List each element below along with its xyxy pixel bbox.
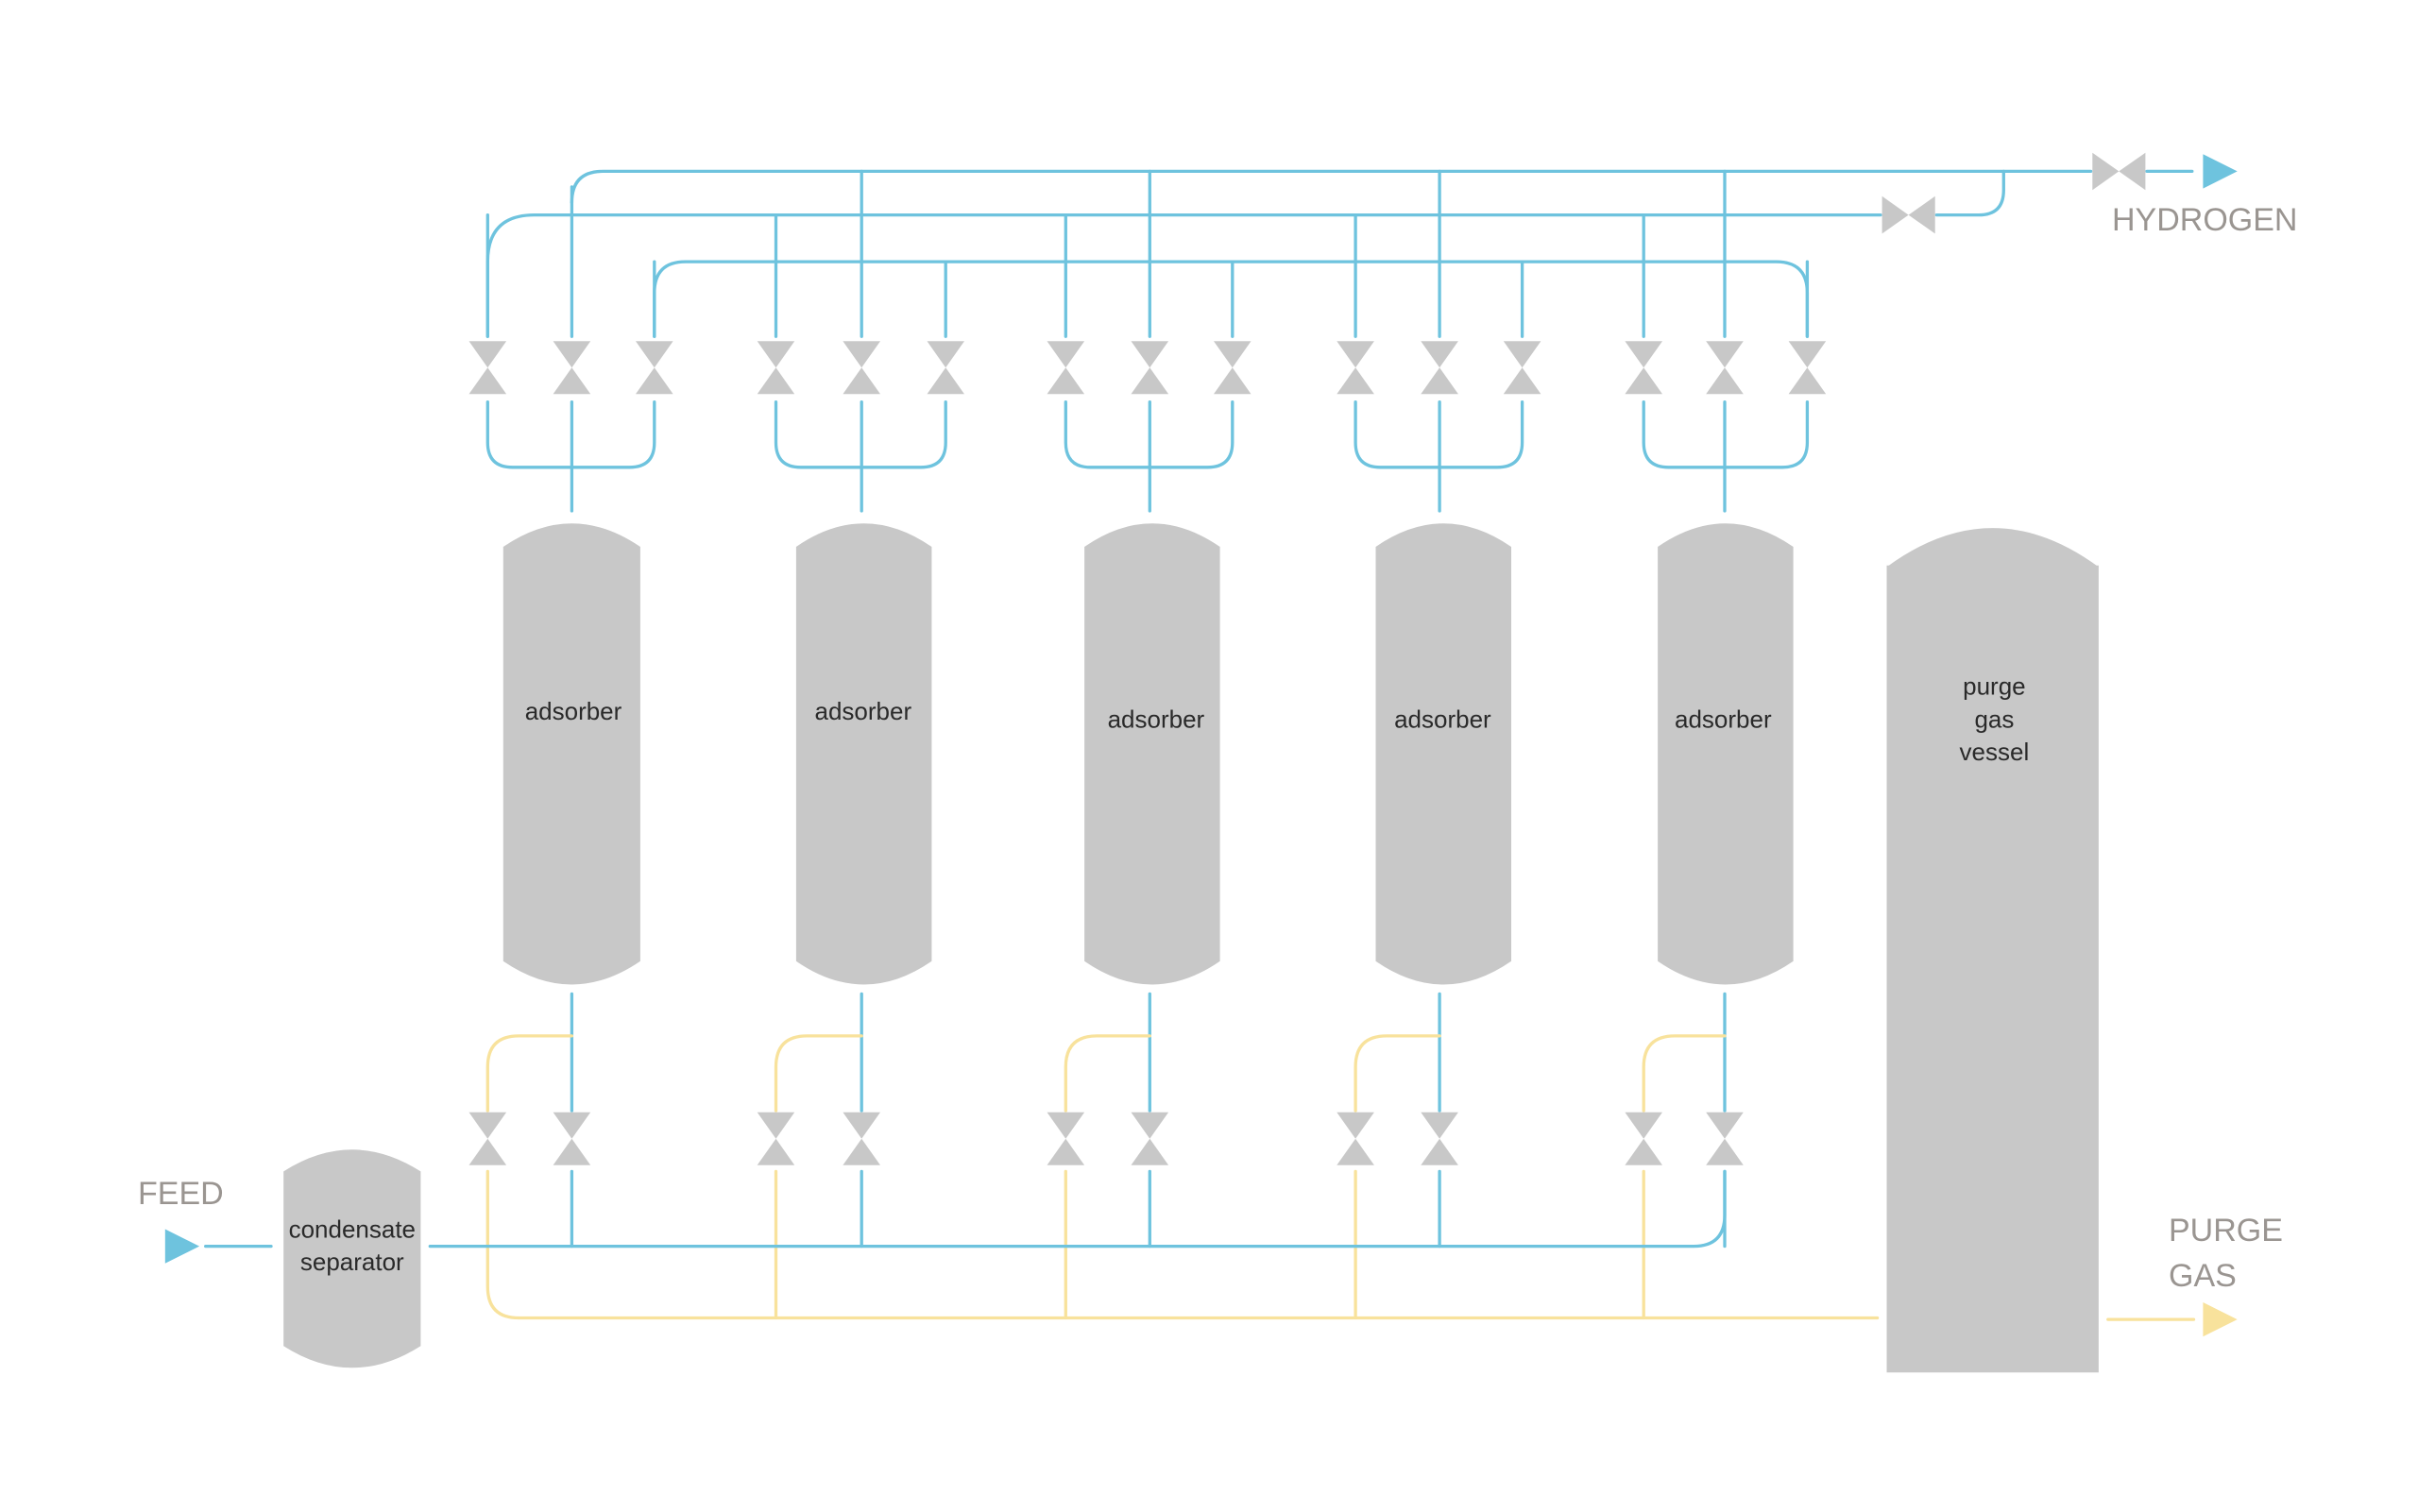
adsorber-label: adsorber	[1394, 705, 1491, 733]
valve-icon	[1131, 1112, 1169, 1165]
purge-gas-label-line2: GAS	[2169, 1258, 2237, 1294]
valve-icon	[1706, 341, 1744, 395]
flow-arrows	[164, 154, 2238, 1337]
valve-icon	[1421, 341, 1458, 395]
separator-label: condensate	[289, 1215, 416, 1244]
valve-icon	[2092, 152, 2146, 191]
valve-icon	[927, 341, 964, 395]
repressurization-header-pipe	[485, 212, 1882, 338]
hydrogen-label: HYDROGEN	[2112, 202, 2297, 238]
purge-gas-vessel-dome	[1886, 528, 2099, 568]
valve-icon	[1337, 1112, 1374, 1165]
hydrogen-header-pipe	[570, 169, 2093, 205]
purge-vessel-label: vessel	[1960, 738, 2030, 766]
valve-icon	[636, 341, 673, 395]
purge-gas-vessel	[1886, 565, 2099, 1373]
valve-icon	[1882, 195, 1935, 234]
purge-gas-arrow-icon	[2203, 1302, 2238, 1337]
valve-icon	[843, 341, 880, 395]
separator-label: separator	[300, 1248, 404, 1276]
repressurization-link-pipe	[1934, 169, 2005, 217]
pressure-equalization-header-pipe	[653, 260, 1810, 338]
adsorber-vessel	[1658, 523, 1794, 985]
valve-icon	[757, 1112, 795, 1165]
valves	[468, 152, 2146, 1165]
condensate-separator	[283, 1149, 421, 1368]
feed-arrow-icon	[164, 1229, 200, 1264]
valve-icon	[1421, 1112, 1458, 1165]
purge-branch-pipe	[774, 1034, 863, 1113]
purge-branch-pipe	[485, 1034, 574, 1113]
labels: FEED HYDROGEN PURGE GAS	[138, 202, 2297, 1294]
purge-vessel-label: gas	[1974, 705, 2014, 733]
valve-icon	[843, 1112, 880, 1165]
purge-gas-label-line1: PURGE	[2169, 1213, 2283, 1249]
feed-header-pipe	[428, 1169, 1727, 1249]
pipe-network	[204, 169, 2196, 1321]
adsorber-label: adsorber	[1108, 705, 1205, 733]
adsorber-label: adsorber	[525, 697, 622, 725]
adsorber-vessel	[1084, 523, 1220, 985]
adsorber-vessel	[1375, 523, 1511, 985]
purge-branch-pipe	[1354, 1034, 1441, 1113]
valve-icon	[1131, 341, 1169, 395]
valve-icon	[1337, 341, 1374, 395]
valve-icon	[1625, 341, 1662, 395]
valve-icon	[1503, 341, 1541, 395]
feed-label: FEED	[138, 1176, 224, 1212]
valve-icon	[468, 341, 507, 395]
adsorber-label: adsorber	[814, 697, 911, 725]
valve-icon	[757, 341, 795, 395]
purge-drop-pipe	[485, 1169, 520, 1320]
purge-branch-pipe	[1642, 1034, 1727, 1113]
adsorber-vessel	[502, 523, 640, 985]
purge-branch-pipe	[1064, 1034, 1151, 1113]
valve-icon	[1625, 1112, 1662, 1165]
valve-icon	[468, 1112, 507, 1165]
valve-icon	[1047, 341, 1085, 395]
valve-icon	[1706, 1112, 1744, 1165]
hydrogen-arrow-icon	[2203, 154, 2238, 189]
valve-icon	[1788, 341, 1827, 395]
purge-vessel-label: purge	[1963, 672, 2026, 701]
adsorber-vessel	[795, 523, 932, 985]
valve-icon	[1047, 1112, 1085, 1165]
vessels: condensate separator adsorber adsorber adsor…	[283, 523, 2099, 1373]
valve-icon	[1214, 341, 1252, 395]
valve-icon	[553, 1112, 591, 1165]
adsorber-label: adsorber	[1675, 705, 1772, 733]
valve-icon	[553, 341, 591, 395]
